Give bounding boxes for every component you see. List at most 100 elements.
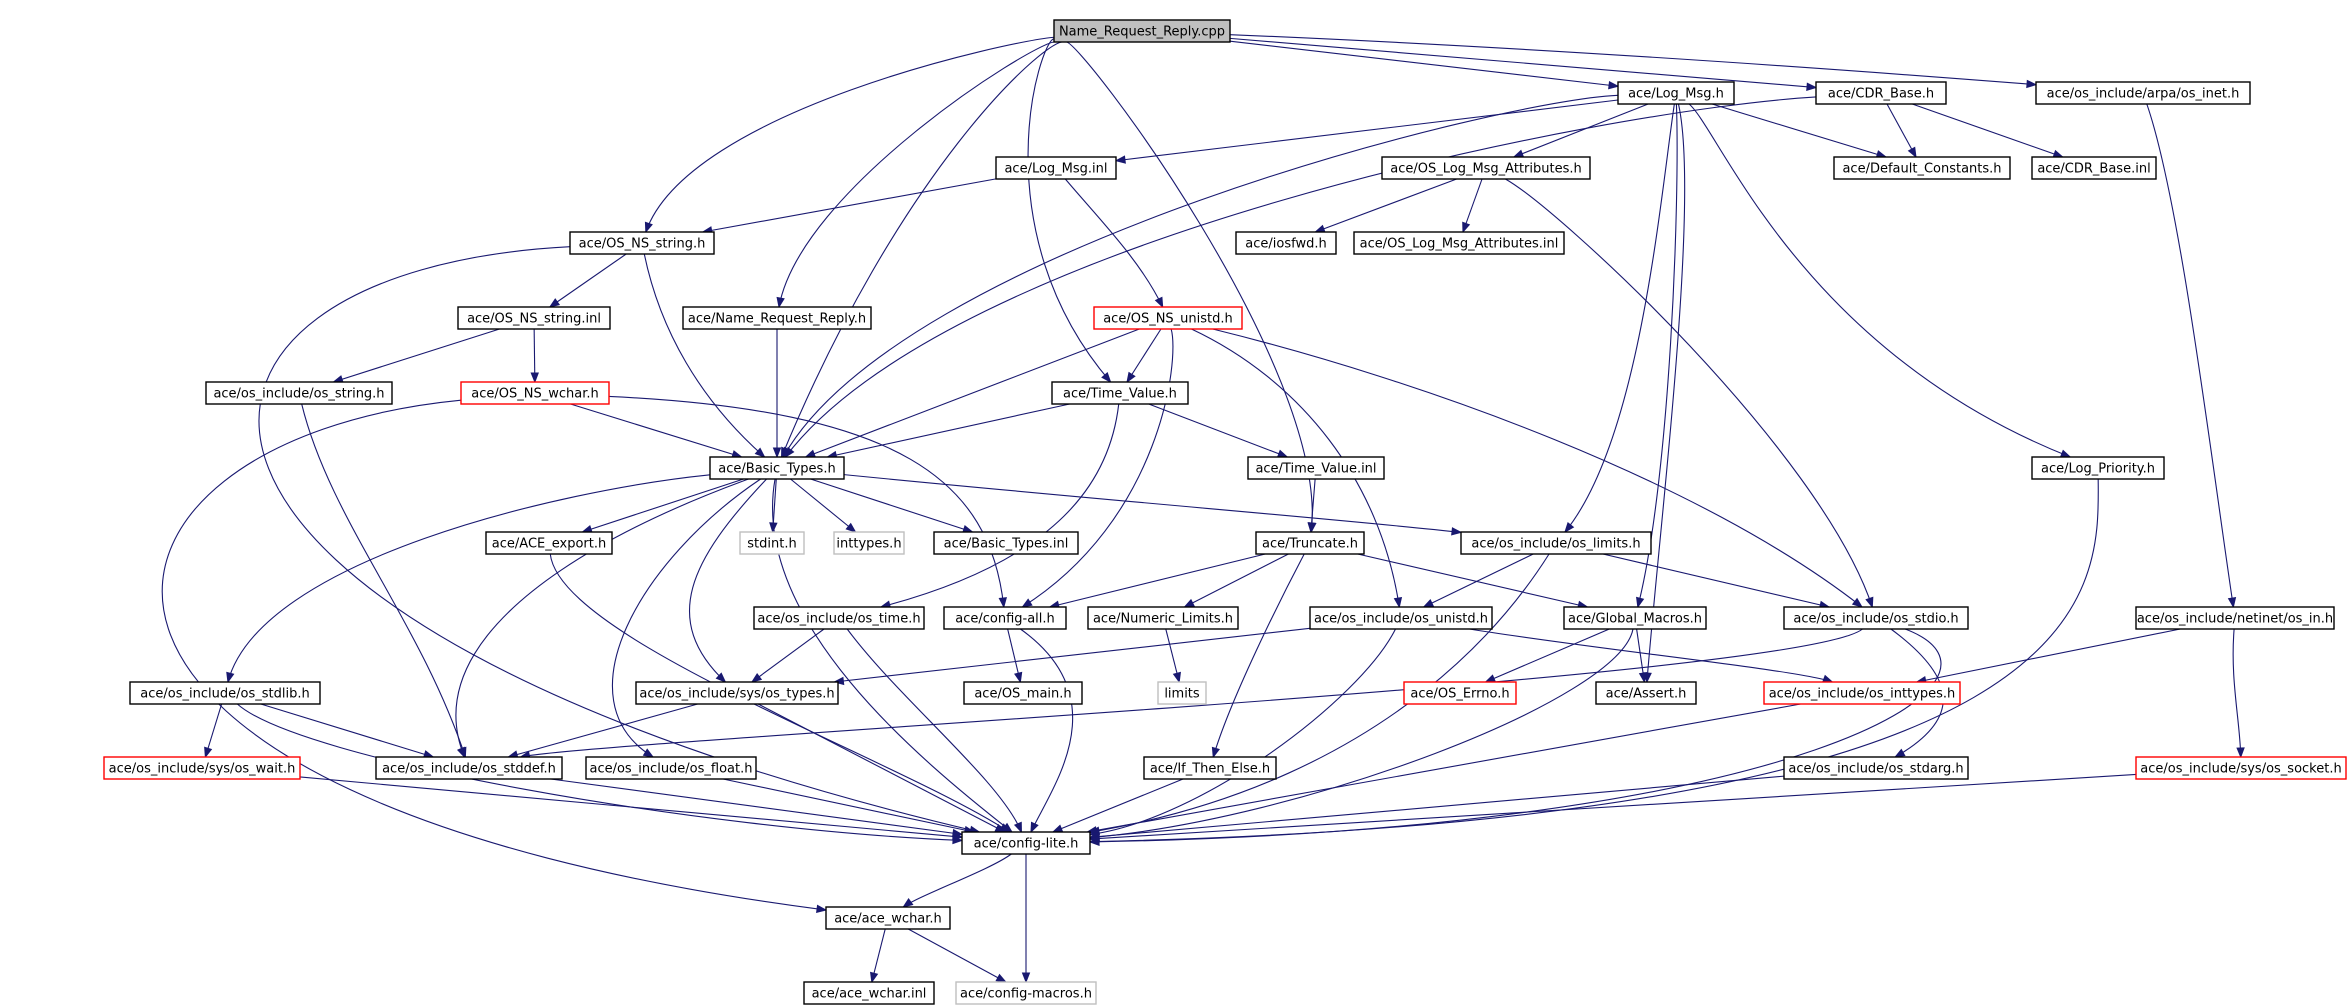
node-label: ace/OS_NS_unistd.h [1103,312,1233,327]
node-config-macros-h: ace/config-macros.h [955,981,1097,1005]
edge-os_ns_unistd_h-to-os_stdio_h [1212,328,1864,608]
node-os-ns-wchar-h[interactable]: ace/OS_NS_wchar.h [460,381,610,405]
node-box [682,306,872,330]
node-basic-types-h[interactable]: ace/Basic_Types.h [709,456,845,480]
node-os-log-msg-attr-inl[interactable]: ace/OS_Log_Msg_Attributes.inl [1353,231,1565,255]
node-box [803,981,935,1005]
node-iosfwd-h[interactable]: ace/iosfwd.h [1235,231,1337,255]
node-box [825,906,951,930]
node-log-msg-inl[interactable]: ace/Log_Msg.inl [995,156,1117,180]
node-os-inttypes-h[interactable]: ace/os_include/os_inttypes.h [1763,681,1961,705]
edge-os_log_msg_attr_h-to-iosfwd_h [1314,178,1457,233]
node-os-log-msg-attr-h[interactable]: ace/OS_Log_Msg_Attributes.h [1381,156,1591,180]
node-box [1783,606,1969,630]
node-label: ace/Name_Request_Reply.h [688,312,866,327]
node-box [2035,81,2251,105]
node-box [709,456,845,480]
node-default-constants-h[interactable]: ace/Default_Constants.h [1833,156,2011,180]
nodes-layer: Name_Request_Reply.cpp ace/Log_Msg.h ace/C… [103,19,2347,1005]
node-numeric-limits-h[interactable]: ace/Numeric_Limits.h [1087,606,1239,630]
edge-name_request_reply_h-to-basic_types_h [772,329,782,459]
node-label: ace/OS_main.h [974,687,1071,702]
node-box [933,531,1079,555]
node-os-ns-string-h[interactable]: ace/OS_NS_string.h [569,231,715,255]
node-os-stddef-h[interactable]: ace/os_include/os_stddef.h [375,756,563,780]
edge-os_unistd_h-to-config_lite_h [1088,628,1396,838]
node-log-msg-h[interactable]: ace/Log_Msg.h [1617,81,1735,105]
node-box [103,756,301,780]
edge-config_lite_h-to-config_macros_h [1021,854,1031,984]
node-box [1247,456,1385,480]
node-os-wait-h[interactable]: ace/os_include/sys/os_wait.h [103,756,301,780]
node-box [1381,156,1591,180]
node-root[interactable]: Name_Request_Reply.cpp [1053,19,1231,43]
edge-os_stdlib_h-to-os_wait_h [204,703,223,759]
node-if-then-else-h[interactable]: ace/If_Then_Else.h [1143,756,1277,780]
node-cdr-base-inl[interactable]: ace/CDR_Base.inl [2031,156,2157,180]
node-assert-h[interactable]: ace/Assert.h [1595,681,1697,705]
node-label: ace/Numeric_Limits.h [1093,612,1233,627]
node-os-in-h[interactable]: ace/os_include/netinet/os_in.h [2135,606,2335,630]
node-label: ace/CDR_Base.h [1828,87,1934,102]
node-label: ace/os_include/os_stdlib.h [140,687,309,702]
node-config-lite-h[interactable]: ace/config-lite.h [961,831,1091,855]
node-ace-wchar-inl[interactable]: ace/ace_wchar.inl [803,981,935,1005]
node-box [1255,531,1365,555]
node-time-value-h[interactable]: ace/Time_Value.h [1051,381,1189,405]
edge-os_ns_wchar_h-to-ace_wchar_h [161,399,828,914]
node-label: ace/Log_Priority.h [2041,462,2155,477]
node-box [129,681,321,705]
node-label: ace/Assert.h [1606,687,1687,702]
node-time-value-inl[interactable]: ace/Time_Value.inl [1247,456,1385,480]
node-label: ace/os_include/os_stdarg.h [1788,762,1963,777]
node-ace-export-h[interactable]: ace/ACE_export.h [485,531,613,555]
edge-os_time_h-to-os_types_h [750,628,825,683]
node-log-priority-h[interactable]: ace/Log_Priority.h [2031,456,2165,480]
node-label: ace/os_include/os_limits.h [1471,537,1640,552]
edge-log_msg_inl-to-os_ns_unistd_h [1064,178,1164,309]
edge-log_msg_h-to-basic_types_h [782,94,1619,459]
node-box [995,156,1117,180]
node-config-all-h[interactable]: ace/config-all.h [943,606,1067,630]
node-os-time-h[interactable]: ace/os_include/os_time.h [753,606,925,630]
node-label: ace/ace_wchar.inl [812,987,927,1002]
edge-os_ns_wchar_h-to-basic_types_h [570,403,743,459]
node-os-main-h[interactable]: ace/OS_main.h [963,681,1083,705]
node-truncate-h[interactable]: ace/Truncate.h [1255,531,1365,555]
edge-log_msg_h-to-os_limits_h [1564,103,1675,534]
node-os-ns-unistd-h[interactable]: ace/OS_NS_unistd.h [1093,306,1243,330]
edge-os_log_msg_attr_h-to-os_stdio_h [1505,178,1874,609]
node-os-limits-h[interactable]: ace/os_include/os_limits.h [1460,531,1652,555]
node-label: ace/os_include/os_stdio.h [1793,612,1958,627]
edge-os_string_h-to-os_stddef_h [301,403,467,759]
edge-os_ns_unistd_h-to-time_value_h [1126,328,1162,384]
node-os-inet-h[interactable]: ace/os_include/arpa/os_inet.h [2035,81,2251,105]
node-os-socket-h[interactable]: ace/os_include/sys/os_socket.h [2135,756,2347,780]
edge-root-to-name_request_reply_h [776,41,1055,309]
node-os-unistd-h[interactable]: ace/os_include/os_unistd.h [1309,606,1493,630]
node-box [1143,756,1277,780]
node-label: stdint.h [747,537,796,552]
node-label: ace/os_include/os_unistd.h [1314,612,1488,627]
node-basic-types-inl[interactable]: ace/Basic_Types.inl [933,531,1079,555]
node-ace-wchar-h[interactable]: ace/ace_wchar.h [825,906,951,930]
node-label: ace/Time_Value.inl [1255,462,1376,477]
node-os-stdlib-h[interactable]: ace/os_include/os_stdlib.h [129,681,321,705]
edge-root-to-os_inet_h [1229,34,2038,89]
edge-log_msg_h-to-os_log_msg_attr_h [1512,103,1649,158]
node-name-request-reply-h[interactable]: ace/Name_Request_Reply.h [682,306,872,330]
node-global-macros-h[interactable]: ace/Global_Macros.h [1563,606,1707,630]
edge-ace_wchar_h-to-config_macros_h [907,928,1007,983]
node-os-stdarg-h[interactable]: ace/os_include/os_stdarg.h [1783,756,1969,780]
edge-truncate_h-to-numeric_limits_h [1183,553,1289,608]
node-os-stdio-h[interactable]: ace/os_include/os_stdio.h [1783,606,1969,630]
edge-time_value_h-to-time_value_inl [1148,403,1289,458]
node-os-errno-h[interactable]: ace/OS_Errno.h [1403,681,1517,705]
edge-root-to-os_ns_string_h [644,36,1055,234]
node-os-float-h[interactable]: ace/os_include/os_float.h [585,756,757,780]
node-os-types-h[interactable]: ace/os_include/sys/os_types.h [635,681,839,705]
node-cdr-base-h[interactable]: ace/CDR_Base.h [1815,81,1947,105]
node-os-string-h[interactable]: ace/os_include/os_string.h [205,381,393,405]
node-os-ns-string-inl[interactable]: ace/OS_NS_string.inl [457,306,611,330]
edge-os_ns_string_inl-to-os_string_h [332,328,500,384]
